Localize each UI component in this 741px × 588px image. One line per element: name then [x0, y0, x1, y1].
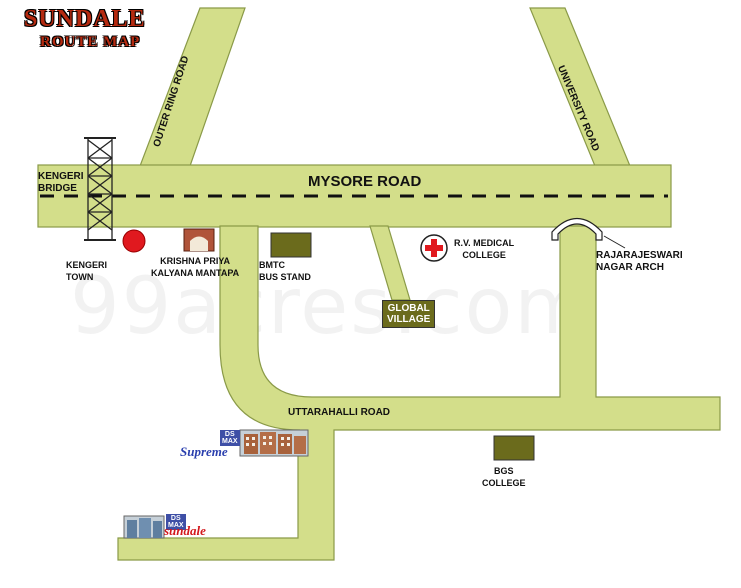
- medical-cross-icon: [420, 234, 448, 262]
- rr-arch-label: RAJARAJESWARI NAGAR ARCH: [596, 250, 683, 273]
- bridge-icon: [84, 137, 116, 241]
- supreme-building-icon: [239, 429, 309, 457]
- kengeri-bridge-label: KENGERI BRIDGE: [38, 171, 84, 194]
- mysore-road-label: MYSORE ROAD: [308, 173, 422, 190]
- sundale-dsmax-badge: DS MAX: [166, 514, 186, 530]
- rv-medical-label: R.V. MEDICAL COLLEGE: [454, 238, 515, 260]
- global-village-label: GLOBAL VILLAGE: [382, 300, 436, 328]
- uttarahalli-road-label: UTTARAHALLI ROAD: [288, 407, 391, 418]
- connector-road-left: [117, 225, 721, 561]
- building-icon: [183, 228, 215, 252]
- bmtc-marker: [270, 232, 312, 258]
- supreme-dsmax-badge: DS MAX: [220, 430, 240, 446]
- map-subtitle: ROUTE MAP: [40, 34, 141, 50]
- location-dot-icon: [122, 229, 146, 253]
- sundale-project-name: sundale: [164, 523, 206, 538]
- watermark-text: 99acres.com: [70, 262, 593, 352]
- bgs-label: BGS COLLEGE: [482, 466, 526, 488]
- global-village-road: [369, 225, 411, 301]
- arch-gate-icon: [551, 218, 626, 249]
- university-road: [529, 7, 631, 167]
- map-title: SUNDALE: [24, 6, 146, 32]
- bmtc-label: BMTC BUS STAND: [259, 260, 311, 282]
- bgs-marker: [493, 435, 535, 461]
- krishna-priya-label: KRISHNA PRIYA KALYANA MANTAPA: [151, 256, 240, 278]
- supreme-project-name: Supreme: [180, 444, 228, 459]
- sundale-building-icon: [123, 515, 165, 539]
- kengeri-town-label: KENGERI TOWN: [66, 260, 108, 282]
